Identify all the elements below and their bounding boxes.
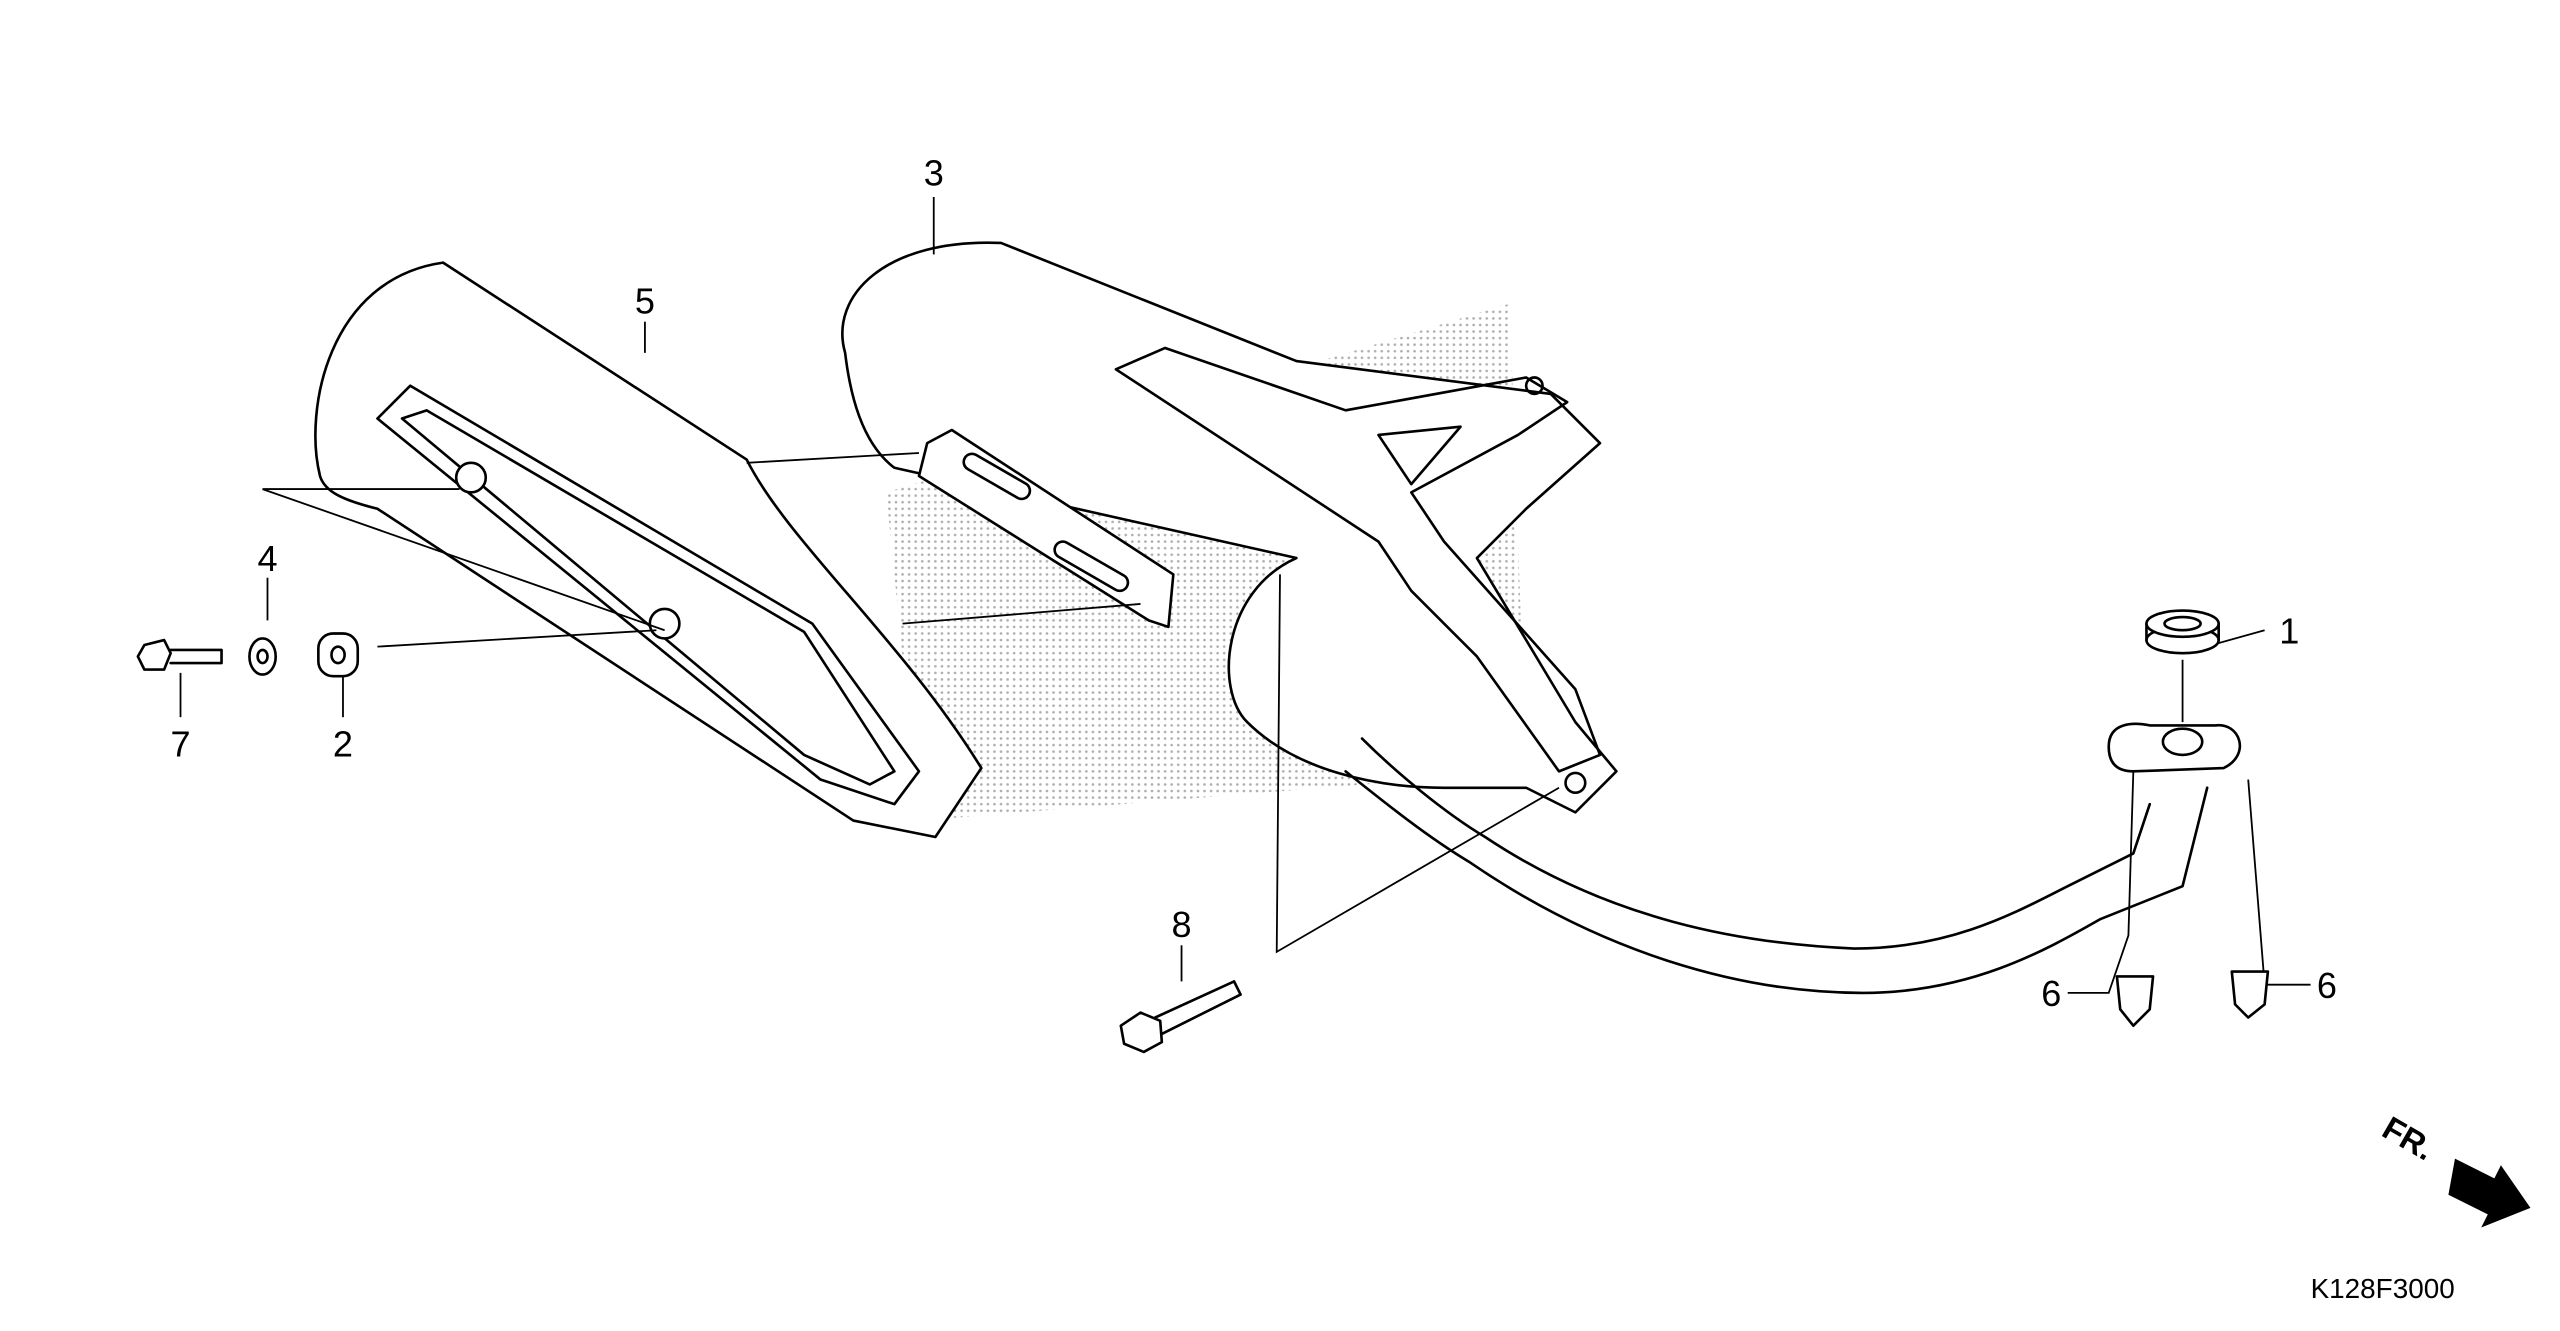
front-direction-indicator: FR.	[2376, 1109, 2531, 1228]
muffler-protector-part-5[interactable]	[314, 261, 983, 839]
callout-3: 3	[924, 153, 944, 194]
bolt-part-7[interactable]	[136, 638, 223, 671]
callout-4: 4	[257, 538, 277, 579]
callout-1: 1	[2279, 610, 2299, 651]
callout-8: 8	[1171, 904, 1191, 945]
front-label: FR.	[2376, 1109, 2440, 1167]
callout-6-left: 6	[2041, 973, 2061, 1014]
grommet-part-2[interactable]	[317, 632, 360, 678]
callout-7: 7	[170, 724, 190, 765]
gasket-part-1[interactable]	[2145, 609, 2220, 655]
exhaust-pipe[interactable]	[1344, 722, 2242, 995]
callout-6-right: 6	[2317, 965, 2337, 1006]
front-arrow-icon	[2448, 1158, 2531, 1228]
muffler-part-3[interactable]	[841, 241, 1618, 814]
cap-nut-part-6b[interactable]	[2230, 970, 2270, 1019]
collar-part-4[interactable]	[248, 637, 278, 676]
callout-5: 5	[635, 281, 655, 322]
flange-bolt-part-8[interactable]	[1119, 980, 1242, 1054]
diagram-code: K128F3000	[2311, 1273, 2455, 1304]
cap-nut-part-6a[interactable]	[2115, 975, 2155, 1028]
callout-2: 2	[333, 724, 353, 765]
